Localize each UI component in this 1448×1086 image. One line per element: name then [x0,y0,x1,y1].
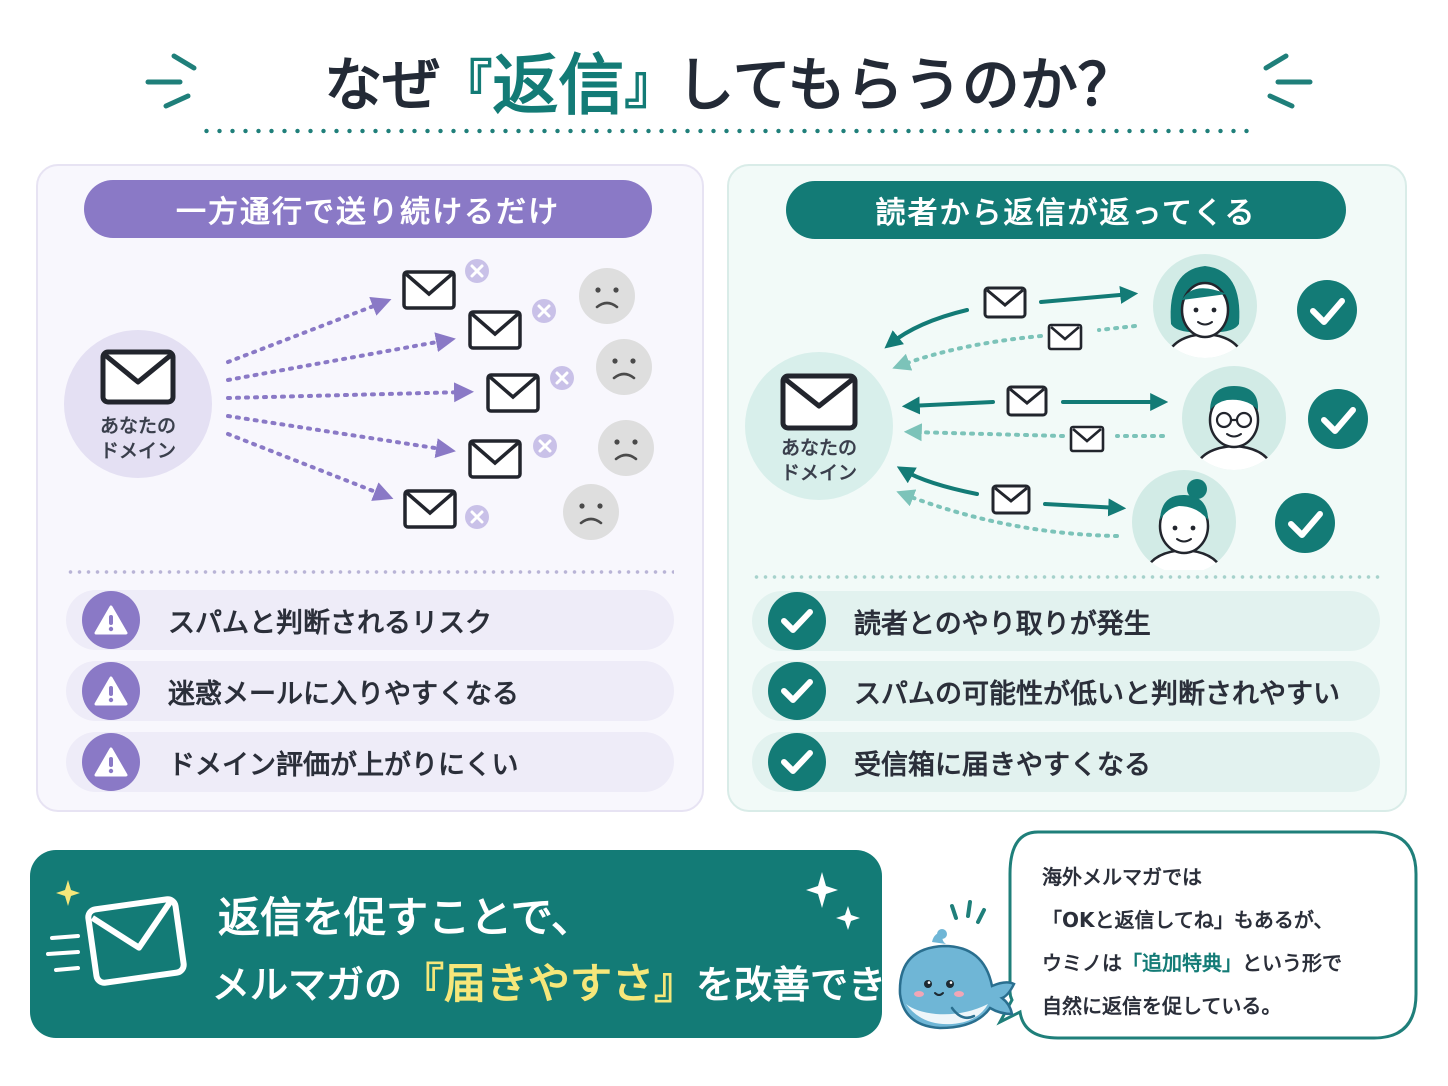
envelope-icon [468,439,522,479]
bubble-line2: 「OKと返信してね」もあるが、 [1042,908,1334,932]
envelope-icon [468,310,522,350]
bubble-line1: 海外メルマガでは [1042,865,1202,889]
warning-icon [82,591,140,649]
check-circle-icon [768,662,826,720]
bubble-line3-before: ウミノは [1042,951,1122,975]
right-bullet-row: スパムの可能性が低いと判断されやすい [752,661,1380,721]
check-circle-icon [1308,389,1368,449]
right-domain-label-line1: あなたの [780,437,857,459]
check-circle-icon [1275,493,1335,553]
right-bullet-text: 受信箱に届きやすくなる [854,749,1151,781]
envelope-icon [85,896,187,986]
warning-icon [82,733,140,791]
right-bullet-text: 読者とのやり取りが発生 [854,608,1151,640]
page-title: なぜ 『 返信 』 してもらうのか？ [250,38,1210,122]
right-domain-label-line2: ドメイン [780,462,857,484]
sparkle-icon [836,906,860,930]
x-circle-icon [465,505,489,529]
check-circle-icon [768,733,826,791]
right-bullet-row: 受信箱に届きやすくなる [752,732,1380,792]
right-bullet-text: スパムの可能性が低いと判断されやすい [854,678,1340,710]
title-after: してもらうのか？ [676,51,1136,119]
envelope-icon [1069,425,1105,453]
left-divider [66,570,674,574]
left-bullet-row: スパムと判断されるリスク [66,590,674,650]
left-bullet-text: ドメイン評価が上がりにくい [168,749,519,781]
envelope-icon [1006,385,1048,417]
summary-banner [30,850,882,1038]
banner-line2-highlight: 『届きやすさ』 [402,959,697,1008]
envelope-icon [1047,323,1083,351]
bubble-line3-after: という形で [1242,951,1342,975]
bubble-line3: ウミノは「追加特典」という形で [1042,942,1402,985]
bubble-line3-highlight: 「追加特典」 [1122,951,1242,975]
envelope-icon [991,484,1031,515]
title-close-bracket: 』 [624,55,677,116]
sad-face-icon [598,420,654,476]
banner-decor [46,872,860,986]
sad-face-icon [563,484,619,540]
left-domain-circle [64,330,212,478]
banner-line2-after: を改善できる [696,963,924,1007]
speech-bubble [996,830,1418,1040]
sent-mail-5 [403,489,489,529]
person-avatar-icon [1132,470,1236,570]
reply-mail [983,286,1105,515]
envelope-icon [486,373,540,413]
two-way-diagram [745,254,1368,570]
left-bullet-text: 迷惑メールに入りやすくなる [168,678,519,710]
envelope-icon [402,270,456,310]
left-bullet-row: 迷惑メールに入りやすくなる [66,661,674,721]
check-circle-icon [768,592,826,650]
left-domain-label-line1: あなたの [99,415,176,437]
x-circle-icon [465,259,489,283]
sent-mail-2 [468,299,556,350]
sent-mail-4 [468,434,557,479]
sad-face-icon [579,268,635,324]
title-area: なぜ 『 返信 』 してもらうのか？ [0,20,1448,130]
left-domain-label: あなたの ドメイン [88,414,188,464]
right-domain-circle [745,352,893,500]
right-panel-heading: 読者から返信が返ってくる [786,181,1346,239]
title-divider [200,128,1254,134]
speed-lines-icon [46,934,80,972]
envelope-icon [100,349,176,405]
left-domain-label-line2: ドメイン [99,440,176,462]
title-highlight: 返信 [492,47,625,122]
x-circle-icon [550,366,574,390]
person-avatar-icon [1153,254,1257,358]
envelope-icon [403,489,457,529]
left-bullet-row: ドメイン評価が上がりにくい [66,732,674,792]
warning-icon [82,662,140,720]
right-divider [752,575,1380,579]
check-circle-icon [1297,280,1357,340]
outgoing-arrows [226,296,474,501]
right-domain-label: あなたの ドメイン [769,436,869,486]
speech-bubble-text: 海外メルマガでは 「OKと返信してね」もあるが、 ウミノは「追加特典」という形で… [1042,856,1402,1028]
x-circle-icon [532,299,556,323]
exchange-arrows [884,285,1169,538]
banner-line2: メルマガの『届きやすさ』を改善できる [212,950,923,1011]
sent-mail-3 [486,366,574,413]
person-avatar-icon [1182,366,1286,470]
sparkle-lines-icon [1263,53,1313,109]
title-open-bracket: 『 [440,55,493,116]
left-panel-heading: 一方通行で送り続けるだけ [84,180,652,238]
envelope-icon [983,286,1027,319]
sparkle-icon [806,872,838,908]
sparkle-lines-icon [145,53,197,109]
sad-face-icon [596,339,652,395]
envelope-icon [780,373,858,431]
x-circle-icon [533,434,557,458]
right-bullet-row: 読者とのやり取りが発生 [752,591,1380,651]
whale-mascot-icon [898,900,1016,1030]
title-before: なぜ [324,51,441,119]
sent-mail-1 [402,259,489,310]
left-bullet-text: スパムと判断されるリスク [168,607,492,639]
one-way-diagram [64,259,654,540]
bubble-line4: 自然に返信を促している。 [1042,994,1282,1018]
banner-line2-before: メルマガの [212,963,403,1007]
banner-line1: 返信を促すことで、 [218,893,594,942]
sparkle-icon [56,880,80,906]
